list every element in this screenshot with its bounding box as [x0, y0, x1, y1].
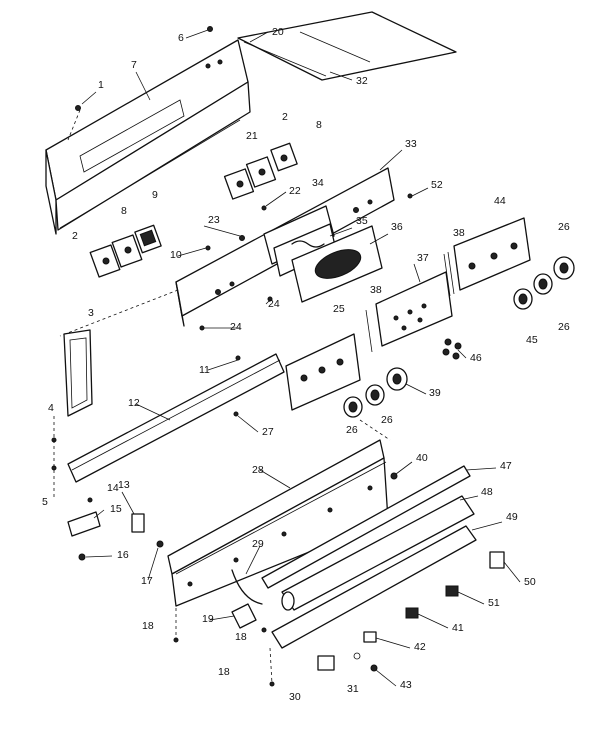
part-label-25: 25: [333, 303, 345, 315]
part-label-15: 15: [110, 503, 122, 515]
part-3-side-bracket: [63, 329, 93, 417]
part-label-34: 34: [312, 177, 324, 189]
part-label-2: 2: [72, 230, 78, 242]
part-label-46: 46: [470, 352, 482, 364]
leader-lines: [81, 29, 521, 687]
part-label-22: 22: [289, 185, 301, 197]
part-label-17: 17: [141, 575, 153, 587]
part-label-44: 44: [494, 195, 506, 207]
part-44-escutcheon: [443, 217, 531, 297]
part-label-18: 18: [218, 666, 230, 678]
part-label-26: 26: [346, 424, 358, 436]
part-label-36: 36: [391, 221, 403, 233]
part-label-31: 31: [347, 683, 359, 695]
part-label-18: 18: [235, 631, 247, 643]
parts-2-8-9-switch-group-lower: [89, 224, 162, 278]
part-label-26: 26: [381, 414, 393, 426]
part-32-rear-trim: [237, 11, 457, 81]
parts-41-42-43-50-51-connectors: [317, 551, 505, 672]
part-label-50: 50: [524, 576, 536, 588]
part-label-29: 29: [252, 538, 264, 550]
parts-21-2-8-switch-group-upper: [223, 142, 298, 200]
part-label-6: 6: [178, 32, 184, 44]
part-49-trim: [271, 525, 477, 649]
part-label-40: 40: [416, 452, 428, 464]
part-label-37: 37: [417, 252, 429, 264]
part-label-10: 10: [170, 249, 182, 261]
part-label-39: 39: [429, 387, 441, 399]
part-12-rail: [67, 353, 285, 483]
part-label-8: 8: [316, 119, 322, 131]
assembly-lines: [53, 109, 391, 685]
part-label-3: 3: [88, 307, 94, 319]
part-label-45: 45: [526, 334, 538, 346]
part-label-21: 21: [246, 130, 258, 142]
part-label-35: 35: [356, 215, 368, 227]
part-label-26: 26: [558, 221, 570, 233]
knobs-26-39-45: [343, 256, 575, 418]
part-label-18: 18: [142, 620, 154, 632]
part-label-49: 49: [506, 511, 518, 523]
part-29-wire: [231, 569, 263, 605]
part-label-12: 12: [128, 397, 140, 409]
part-label-20: 20: [272, 26, 284, 38]
part-label-42: 42: [414, 641, 426, 653]
part-47-trim: [261, 465, 471, 589]
part-label-28: 28: [252, 464, 264, 476]
part-label-24: 24: [268, 298, 280, 310]
part-label-48: 48: [481, 486, 493, 498]
part-label-8: 8: [121, 205, 127, 217]
part-label-19: 19: [202, 613, 214, 625]
part-37-center-escutcheon: [365, 271, 453, 353]
part-label-51: 51: [488, 597, 500, 609]
part-label-38: 38: [453, 227, 465, 239]
part-label-16: 16: [117, 549, 129, 561]
part-19-valve: [231, 603, 257, 629]
part-label-30: 30: [289, 691, 301, 703]
part-label-27: 27: [262, 426, 274, 438]
part-label-9: 9: [152, 189, 158, 201]
part-label-43: 43: [400, 679, 412, 691]
screws: [51, 26, 413, 687]
part-label-33: 33: [405, 138, 417, 150]
part-label-13: 13: [118, 479, 130, 491]
part-label-11: 11: [199, 364, 210, 376]
part-label-32: 32: [356, 75, 368, 87]
part-label-5: 5: [42, 496, 48, 508]
part-label-41: 41: [452, 622, 464, 634]
part-label-24: 24: [230, 321, 242, 333]
part-13-15-clips: [67, 511, 164, 561]
part-7-backguard-panel: [45, 39, 251, 235]
part-label-26: 26: [558, 321, 570, 333]
part-label-4: 4: [48, 402, 54, 414]
part-label-23: 23: [208, 214, 220, 226]
part-48-tube: [281, 495, 475, 611]
part-label-7: 7: [131, 59, 137, 71]
part-label-2: 2: [282, 111, 288, 123]
part-36-window-plate: [291, 225, 383, 303]
part-label-47: 47: [500, 460, 512, 472]
part-label-52: 52: [431, 179, 443, 191]
part-46-caps: [442, 338, 462, 360]
part-label-1: 1: [98, 79, 104, 91]
part-25-left-escutcheon: [285, 333, 361, 411]
part-label-14: 14: [107, 482, 119, 494]
part-label-38: 38: [370, 284, 382, 296]
